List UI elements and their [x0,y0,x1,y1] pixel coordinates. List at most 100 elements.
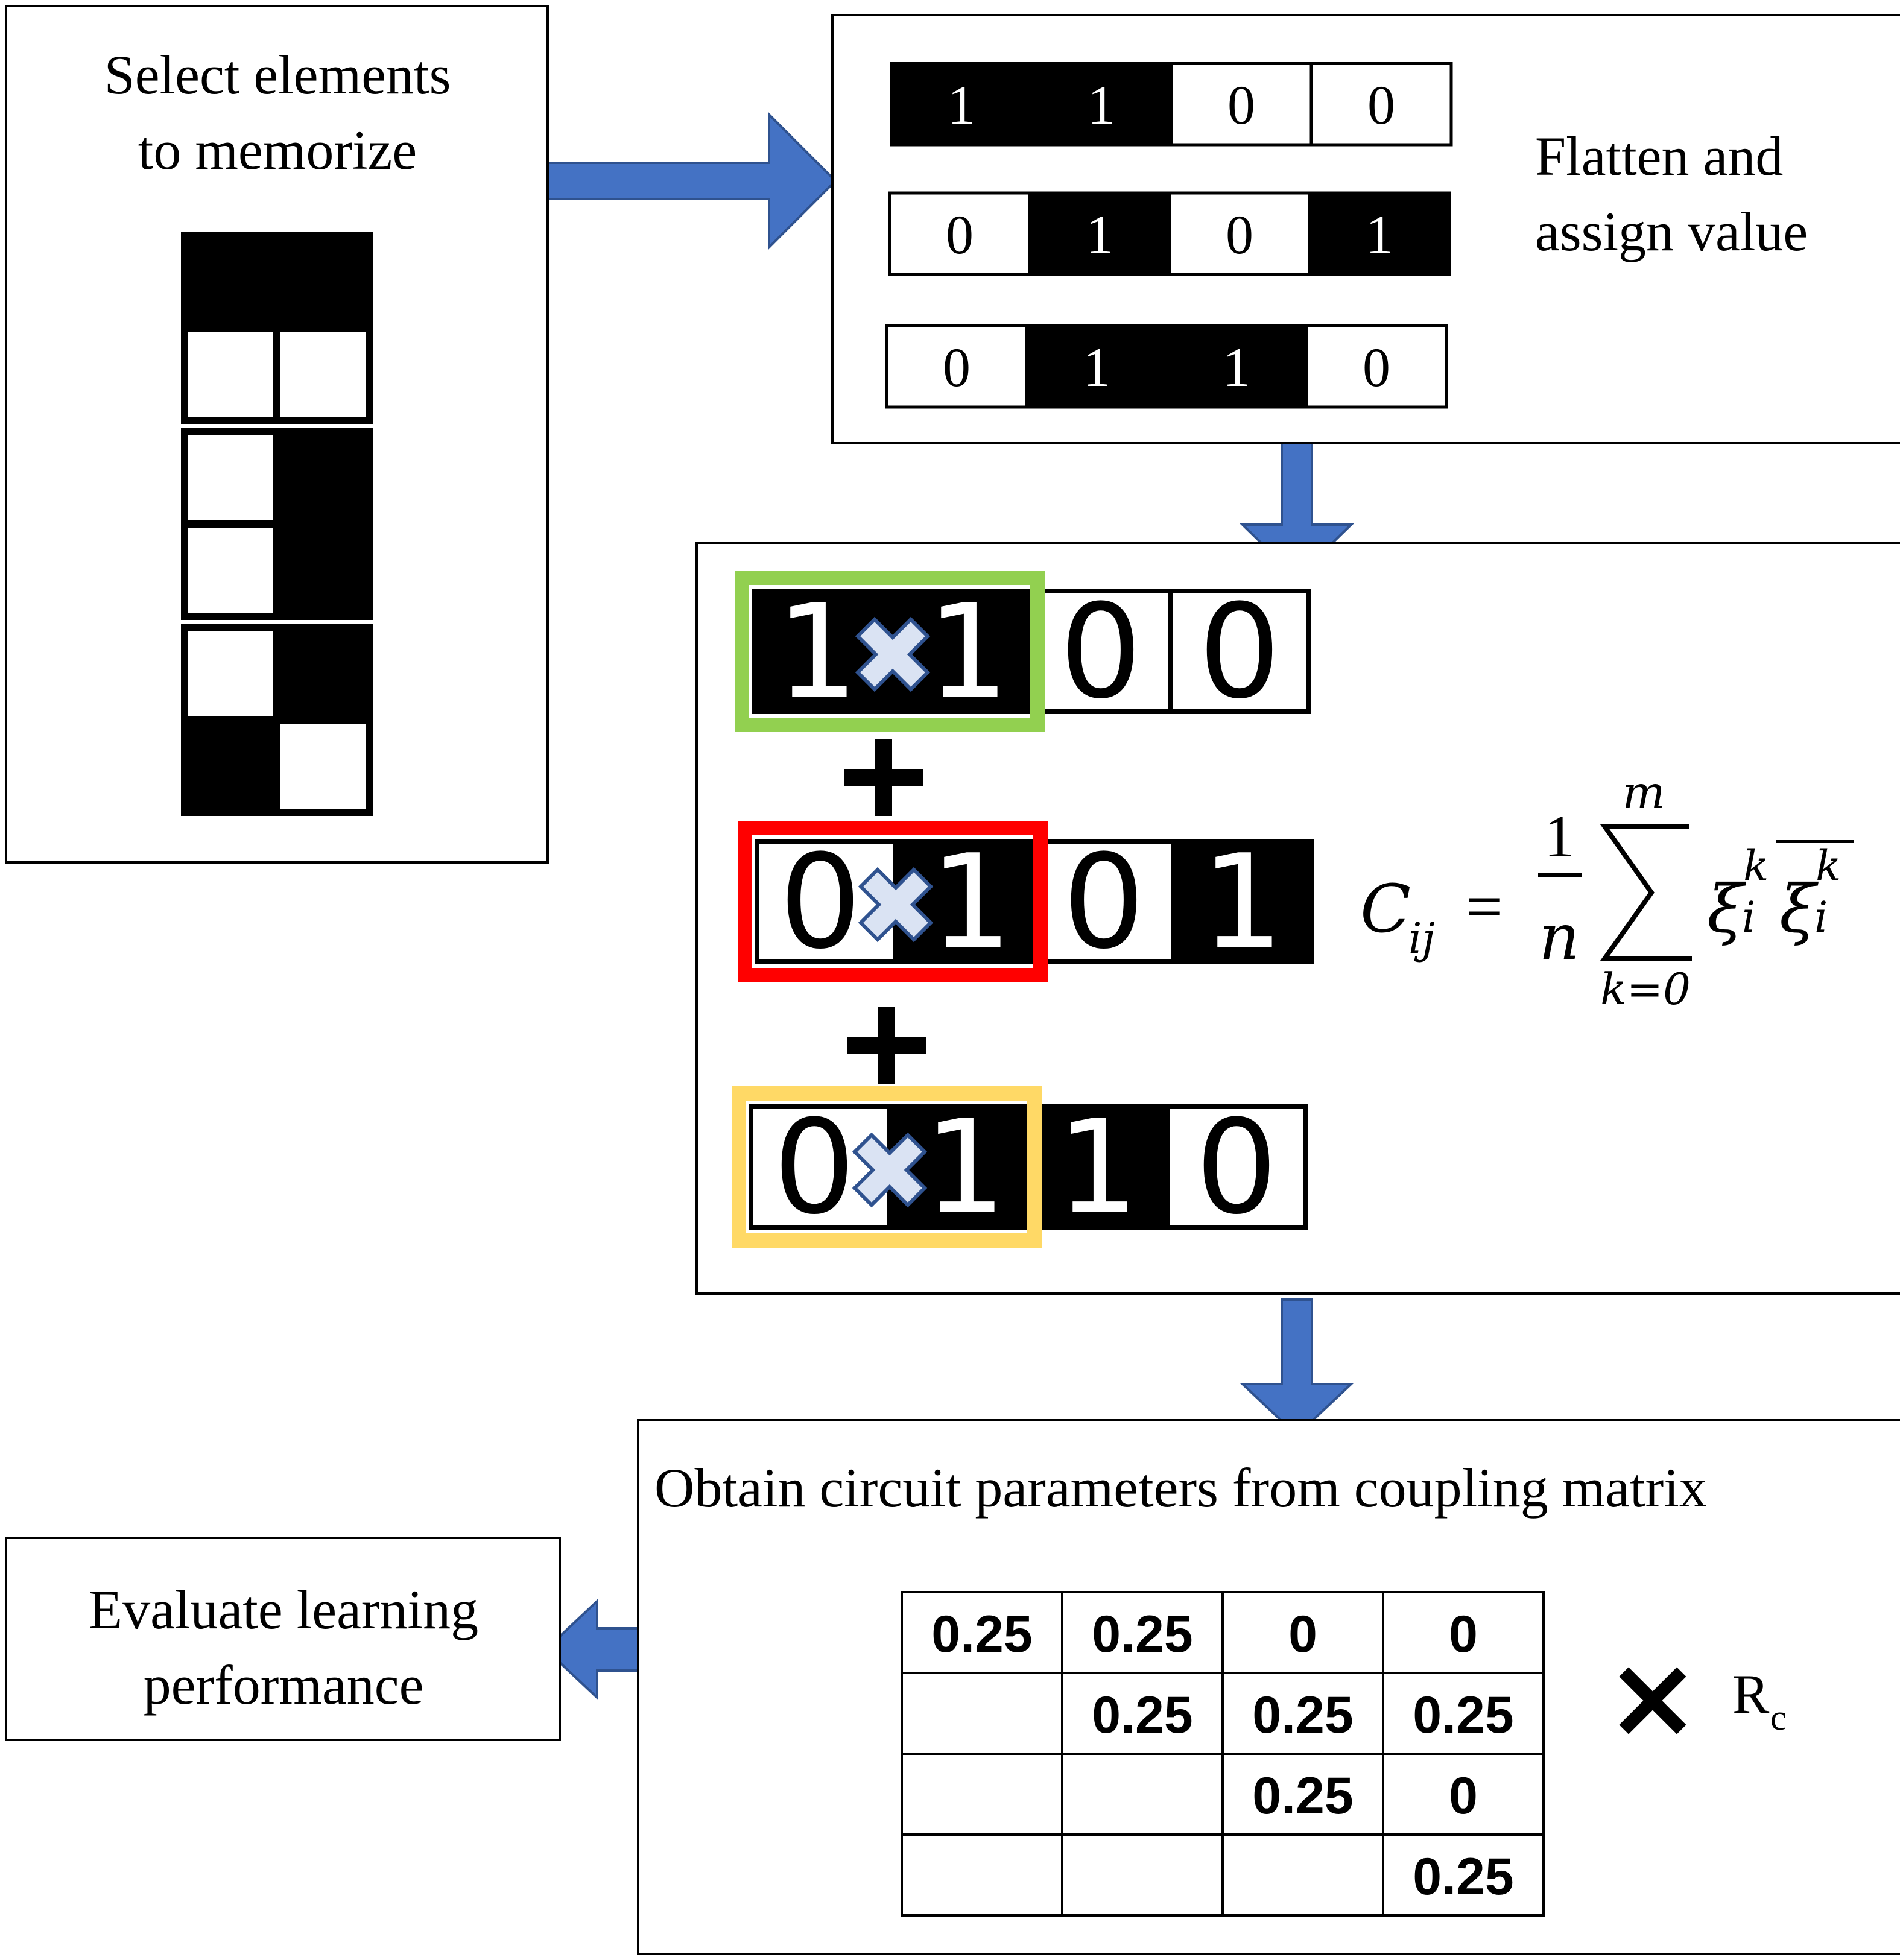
multiply-highlight-box [738,821,1048,982]
formula-sum-lower: k=0 [1600,964,1691,1014]
evaluate-title-line1: Evaluate learning [89,1579,478,1640]
flatten-cell [1165,324,1308,409]
matrix-cell [1061,1833,1224,1917]
multiply-cell-value: 1 [924,1092,1007,1243]
multiply-cell-value: 1 [930,826,1013,978]
matrix-cell [1382,1591,1545,1674]
matrix-cell-value: 0.25 [1252,1686,1353,1744]
matrix-cell [1382,1833,1545,1917]
multiply-cell-value: 1 [927,576,1010,727]
multiply-cell-black [890,1107,1028,1227]
multiply-cell-value: 0 [1199,576,1281,727]
multiply-cell-value: 0 [1060,576,1142,727]
multiply-highlight-box [732,1086,1042,1248]
formula-frac-den: n [1539,900,1580,974]
multiply-cell-black [896,841,1034,962]
matrix-cell-value: 0.25 [1252,1767,1353,1825]
pattern-cell-white [188,631,273,716]
formula-frac-num: 1 [1544,803,1574,870]
matrix-cell-value: 0 [1449,1605,1478,1663]
formula-lhs-sub: ij [1408,914,1435,963]
select-elements-title-line2: to memorize [138,119,417,181]
formula-xi-2: ξ [1779,870,1819,947]
matrix-cell [901,1833,1063,1917]
flatten-row-3: 0 1 1 0 [885,324,1448,409]
multiply-cell-value: 1 [1057,1092,1139,1243]
matrix-cell-value: 0.25 [1092,1605,1192,1663]
pattern-2 [181,428,373,620]
matrix-cell [1061,1591,1224,1674]
pattern-grids [181,232,373,816]
multiply-cell-value: 1 [1202,826,1284,978]
arrow-right-select-to-flatten [545,112,837,250]
flatten-cell-value: 0 [1226,204,1253,265]
flatten-label-line1: Flatten and [1535,125,1783,187]
flatten-cell [1309,62,1453,147]
matrix-cell-value: 0.25 [1092,1686,1192,1744]
formula-sum-sigma [1600,824,1692,961]
arrow-down-multiply-to-obtain [1239,1298,1355,1437]
multiply-highlight-box [735,571,1045,732]
formula-xi-2-sub: i [1814,893,1828,942]
flatten-cell-value: 1 [1083,337,1110,398]
flatten-cell [888,191,1031,276]
formula-xi-2-sup: k [1816,841,1841,891]
evaluate-panel: Evaluate learning performance [5,1537,561,1741]
formula-sum-upper: m [1622,766,1665,819]
formula-xi-1-sup: k [1743,841,1769,891]
flatten-cell-value: 0 [1227,74,1255,136]
formula-lhs: C [1360,870,1411,947]
matrix-cell [1382,1753,1545,1836]
flatten-row-2: 0 1 0 1 [888,191,1451,276]
formula-equals: = [1466,870,1503,943]
matrix-cell [1221,1833,1384,1917]
flatten-cell-value: 1 [1223,337,1250,398]
rc-label: R [1732,1663,1770,1725]
matrix-cell [1221,1591,1384,1674]
multiply-cell-value: 0 [1063,826,1145,978]
evaluate-title-line2: performance [144,1654,424,1716]
obtain-parameters-title: Obtain circuit parameters from coupling … [654,1457,1707,1519]
plus-sign-1 [844,739,923,816]
formula-frac-bar [1538,873,1582,877]
multiply-cell-black [754,591,893,712]
obtain-parameters-panel: Obtain circuit parameters from coupling … [637,1419,1900,1955]
formula-conjugate-bar [1776,840,1854,843]
flatten-cell-value: 1 [1366,204,1393,265]
flatten-cell-value: 0 [943,337,971,398]
flatten-cell [1025,324,1168,409]
flatten-cell-value: 0 [1363,337,1390,398]
matrix-cell-value: 0.25 [1413,1686,1513,1744]
flatten-cell [1305,324,1448,409]
flatten-cell-value: 1 [1086,204,1113,265]
pattern-cell-white [280,332,366,417]
multiply-cross-icon [855,616,931,692]
pattern-cell-white [280,724,366,809]
flatten-cell-value: 0 [946,204,974,265]
rc-subscript: c [1770,1698,1787,1737]
flatten-cell [1308,191,1451,276]
coupling-formula: C ij = 1 n m k=0 ξ k i ξ k i [1360,766,1854,1014]
plus-sign-2 [847,1007,926,1084]
flatten-cell-value: 1 [1088,74,1115,136]
matrix-cell [901,1672,1063,1755]
pattern-1 [181,232,373,424]
multiply-cell-value: 0 [779,826,862,978]
multiply-cross-icon [1619,1667,1686,1734]
flatten-cell [1168,191,1311,276]
multiply-cell-black [1173,841,1312,962]
multiply-cross-icon [852,1132,928,1208]
matrix-cell [1061,1672,1224,1755]
matrix-cell-value: 0 [1449,1767,1478,1825]
pattern-3 [181,624,373,816]
select-elements-panel: Select elements to memorize [5,5,549,864]
flatten-label-line2: assign value [1535,201,1808,262]
